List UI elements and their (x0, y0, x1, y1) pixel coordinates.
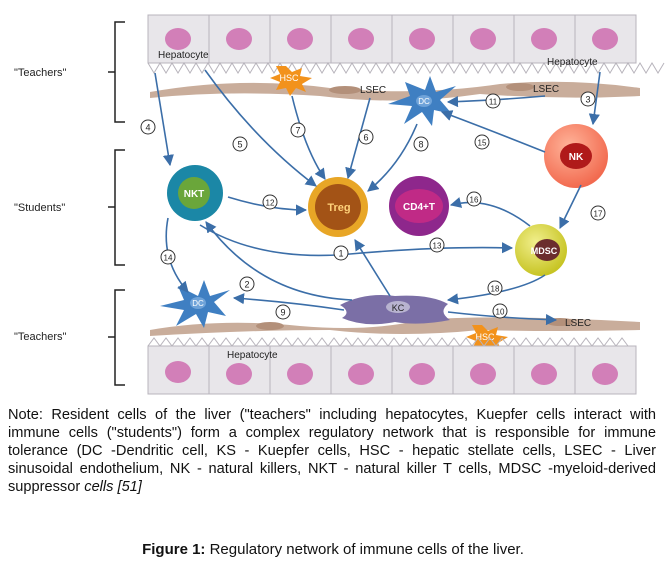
figure-caption-text: Regulatory network of immune cells of th… (205, 541, 524, 558)
dc-label-top: DC (418, 97, 430, 106)
nk-label: NK (569, 152, 584, 163)
hsc-label-top: HSC (279, 73, 299, 83)
nkt-label: NKT (184, 189, 205, 200)
dc-cell-top: DC (388, 76, 456, 126)
arrow-number-16: 16 (470, 196, 479, 205)
lsec-layer-top (150, 81, 640, 101)
arrow-number-8: 8 (418, 140, 423, 150)
kc-label: KC (392, 303, 405, 313)
cd4t-label: CD4+T (403, 202, 435, 213)
hepatocyte-row-bottom (147, 337, 637, 395)
arrow-badge-5 (232, 136, 248, 152)
figure-note-text: Note: Resident cells of the liver ("teac… (8, 407, 656, 495)
hepatocyte-label-bottom: Hepatocyte (227, 350, 278, 361)
lsec-label-bottom: LSEC (565, 318, 591, 329)
nk-cell: NK (544, 124, 608, 188)
hepatocyte-label-top-left: Hepatocyte (158, 50, 209, 61)
arrow-number-11: 11 (489, 98, 498, 107)
arrow-9 (232, 293, 345, 311)
arrow-badge-16 (466, 191, 482, 207)
arrow-18 (446, 274, 546, 305)
arrow-15 (440, 110, 546, 153)
bracket-students (108, 149, 125, 266)
arrow-badge-8 (413, 136, 429, 152)
arrow-number-18: 18 (491, 285, 500, 294)
figure-note: Note: Resident cells of the liver ("teac… (8, 406, 656, 496)
arrow-number-12: 12 (266, 199, 275, 208)
lsec-label-top-mid: LSEC (360, 85, 386, 96)
arrow-number-10: 10 (496, 308, 505, 317)
arrow-number-6: 6 (363, 133, 368, 143)
arrow-number-5: 5 (237, 140, 242, 150)
hepatocyte-label-top-right: Hepatocyte (547, 57, 598, 68)
kc-cell: KC (340, 295, 450, 325)
arrow-16 (449, 197, 531, 227)
nkt-cell: NKT (167, 165, 223, 221)
hepatocyte-row-top (147, 14, 665, 74)
arrow-1 (354, 239, 391, 297)
dc-label-bottom: DC (192, 299, 204, 308)
mdsc-cell: MDSC (515, 224, 567, 276)
arrow-number-4: 4 (145, 123, 150, 133)
arrow-number-14: 14 (164, 254, 173, 263)
arrow-2 (205, 221, 353, 301)
arrow-number-13: 13 (433, 242, 442, 251)
arrow-badge-4 (140, 119, 156, 135)
mdsc-label: MDSC (531, 246, 558, 256)
arrow-badge-18 (487, 280, 503, 296)
figure-caption: Figure 1: Regulatory network of immune c… (0, 541, 666, 558)
arrow-number-9: 9 (280, 308, 285, 318)
arrow-number-1: 1 (338, 249, 343, 259)
arrow-badge-3 (580, 91, 596, 107)
arrow-badge-1 (333, 245, 349, 261)
arrow-17 (559, 184, 582, 230)
hsc-cell-top: HSC (270, 66, 312, 96)
treg-cell: Treg (308, 177, 368, 237)
figure-caption-label: Figure 1: (142, 541, 206, 558)
diagram-canvas: HSC DC Treg CD4+T NKT NK MDSC (108, 14, 665, 395)
bracket-teachers-bottom (108, 289, 125, 386)
arrow-badge-15 (474, 134, 490, 150)
hepatocyte-nuclei-bottom (165, 361, 618, 385)
hepatocyte-nuclei-top (165, 28, 618, 50)
arrow-badge-11 (485, 93, 501, 109)
arrow-badge-6 (358, 129, 374, 145)
group-label-teachers-bottom: "Teachers" (14, 331, 67, 343)
arrow-number-2: 2 (244, 280, 249, 290)
arrow-8 (367, 123, 418, 192)
arrow-3 (588, 71, 601, 126)
arrow-badge-2 (239, 276, 255, 292)
arrow-13 (199, 224, 514, 257)
arrow-5 (204, 69, 317, 187)
arrow-badge-10 (492, 303, 508, 319)
arrow-set (154, 69, 601, 326)
arrow-badge-17 (590, 205, 606, 221)
treg-label: Treg (327, 202, 350, 214)
arrow-number-17: 17 (594, 210, 603, 219)
arrow-number-3: 3 (585, 95, 590, 105)
figure-note-citation: cells [51] (84, 479, 142, 495)
arrow-badge-7 (290, 122, 306, 138)
arrow-number-7: 7 (295, 126, 300, 136)
cd4t-cell: CD4+T (389, 176, 449, 236)
arrow-badge-14 (160, 249, 176, 265)
hsc-label-bottom: HSC (475, 332, 495, 342)
arrow-badge-13 (429, 237, 445, 253)
arrow-7 (291, 95, 326, 180)
liver-immune-network-diagram: HSC DC Treg CD4+T NKT NK MDSC (14, 14, 665, 395)
arrow-badge-9 (275, 304, 291, 320)
arrow-number-15: 15 (478, 139, 487, 148)
bracket-teachers-top (108, 21, 125, 123)
lsec-label-top-right: LSEC (533, 84, 559, 95)
arrow-4 (154, 72, 174, 167)
group-label-teachers-top: "Teachers" (14, 67, 67, 79)
group-label-students: "Students" (14, 202, 66, 214)
dc-cell-bottom: DC (160, 280, 230, 328)
arrow-badge-12 (262, 194, 278, 210)
